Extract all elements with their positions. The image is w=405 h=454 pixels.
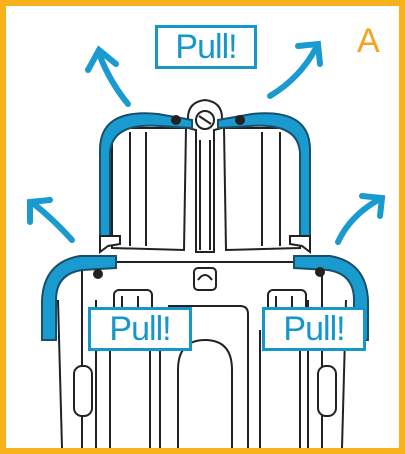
screw-icon [195, 110, 215, 130]
rivet-icon [171, 115, 181, 125]
battery-block [111, 124, 301, 252]
bracket [99, 235, 121, 254]
pull-arrow-icon [267, 40, 323, 99]
left-latch-strap [41, 255, 117, 341]
right-latch-strap [293, 255, 369, 341]
pull-label-bottom-left: Pull! [88, 307, 192, 351]
rivet-icon [93, 269, 103, 279]
top-latch-strap [99, 112, 193, 237]
pull-label-top: Pull! [155, 25, 257, 69]
pull-arrow-icon [335, 193, 386, 245]
bracket [289, 235, 311, 254]
pull-arrow-icon [85, 45, 131, 107]
rivet-icon [315, 267, 325, 277]
lower-housing [57, 261, 347, 449]
pull-label-bottom-right: Pull! [262, 307, 366, 351]
view-letter: A [357, 22, 380, 60]
top-latch-strap [217, 112, 311, 237]
pull-arrow-icon [27, 197, 75, 243]
rivet-icon [235, 115, 245, 125]
